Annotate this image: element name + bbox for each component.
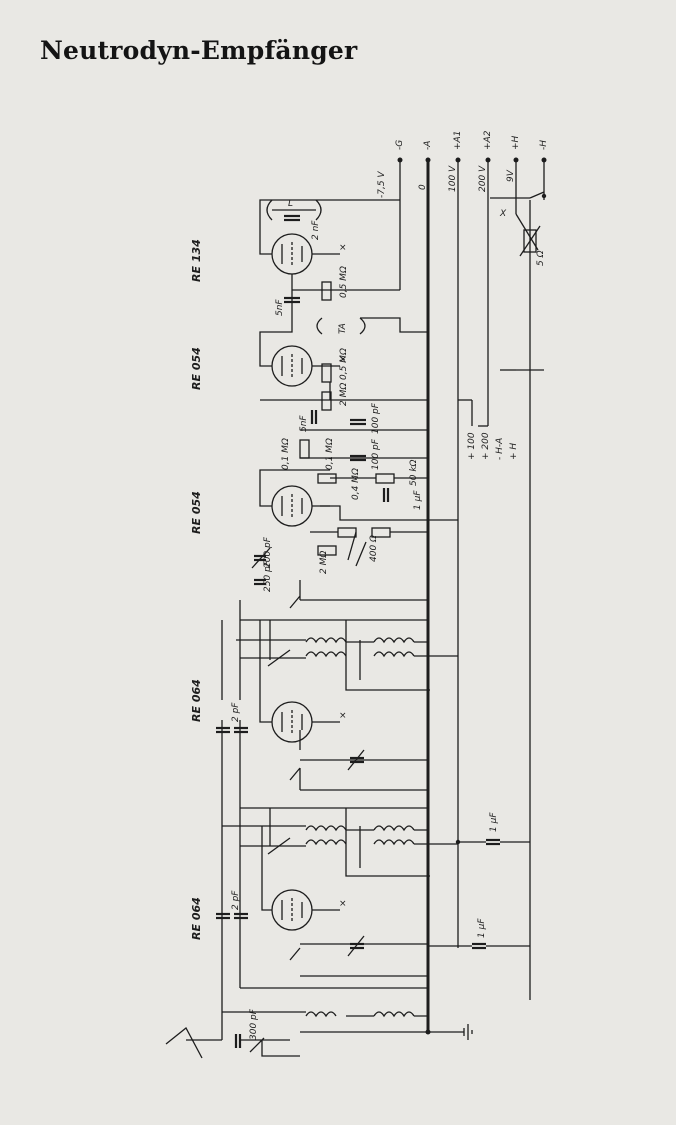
- output-stage: L 2 nF 5nF 0,5 MΩ TA 0,5 MΩ: [260, 199, 428, 401]
- voltage-label-a1: 100 V: [448, 165, 458, 192]
- terminal-labels: -G -A +A1 +A2 +H -H -7,5 V 0 100 V 200 V…: [377, 130, 549, 266]
- res-04: 0,4 MΩ: [351, 468, 361, 500]
- res-50k: 50 kΩ: [409, 459, 419, 486]
- cap-1uf: 1 µF: [413, 490, 423, 510]
- cap-2pf-a: 2 pF: [231, 702, 241, 722]
- terminal-label-pos-a2: +A2: [483, 130, 493, 150]
- cap-300: 300 pF: [249, 1008, 259, 1040]
- cap-100-b: 100 pF: [371, 438, 381, 470]
- res-2-a: 2 MΩ: [339, 383, 349, 406]
- tube-label-re134: RE 134: [190, 239, 203, 282]
- cap-5nf-b: 5nF: [299, 415, 309, 432]
- voltage-label-a2: 200 V: [478, 165, 488, 192]
- svg-text:×: ×: [339, 899, 347, 909]
- cap-2nf: 2 nF: [311, 220, 321, 240]
- terminal-label-neg-a: -A: [423, 141, 433, 150]
- res-05-a: 0,5 MΩ: [339, 266, 349, 298]
- res-400: 400 Ω: [369, 535, 379, 562]
- transformer-ta: TA: [338, 323, 348, 334]
- tube-label-re064-a: RE 064: [190, 679, 203, 722]
- tube-labels: RE 134 RE 054 RE 054 RE 064 RE 064: [190, 239, 203, 940]
- tap-label-h-a: - H-A: [495, 438, 505, 460]
- res-01-a: 0,1 MΩ: [281, 438, 291, 470]
- rf-stages: 2 pF 2 pF 1 µF 1 µF: [216, 580, 530, 1033]
- cap-1uf-b: 1 µF: [477, 918, 487, 938]
- detector-stage: 2 MΩ 5nF 0,1 MΩ 0,1 MΩ 100 pF 100 pF 0,4…: [251, 383, 458, 592]
- terminal-label-neg-g: -G: [395, 140, 405, 150]
- cap-200: 200 pF: [263, 536, 273, 568]
- cap-1uf-a: 1 µF: [489, 812, 499, 832]
- supply-rails: [397, 157, 547, 1032]
- res-01-b: 0,1 MΩ: [325, 438, 335, 470]
- battery-taps: + 100 + 200 - H-A + H: [458, 369, 544, 460]
- choke-label: L: [288, 199, 293, 209]
- voltage-label-h: 9V: [506, 169, 516, 182]
- cap-2pf-b: 2 pF: [231, 890, 241, 910]
- tube-label-re054-a: RE 054: [190, 347, 203, 390]
- res-05-b: 0,5 MΩ: [339, 348, 349, 380]
- cap-250: 250 pF: [263, 560, 273, 592]
- rheostat-label: 5 Ω: [536, 250, 546, 266]
- terminal-label-pos-a1: +A1: [453, 131, 463, 150]
- page-title: Neutrodyn-Empfänger: [40, 36, 358, 65]
- terminal-label-neg-h: -H: [539, 140, 549, 150]
- tap-label-h: + H: [509, 443, 519, 460]
- svg-text:×: ×: [339, 355, 347, 365]
- svg-text:×: ×: [339, 711, 347, 721]
- tap-label-100: + 100: [467, 432, 477, 460]
- voltage-label-g: -7,5 V: [377, 171, 387, 198]
- svg-text:×: ×: [339, 243, 347, 253]
- tube-symbols: × × × ×: [259, 199, 400, 931]
- terminal-label-pos-h: +H: [511, 135, 521, 150]
- tube-label-re064-b: RE 064: [190, 897, 203, 940]
- x-mark-label: X: [499, 209, 507, 219]
- tap-label-200: + 200: [481, 432, 491, 460]
- cap-5nf-a: 5nF: [275, 299, 285, 316]
- res-2-b: 2 MΩ: [319, 551, 329, 574]
- tube-label-re054-b: RE 054: [190, 491, 203, 534]
- cap-100-a: 100 pF: [371, 402, 381, 434]
- voltage-label-a: 0: [418, 184, 428, 190]
- antenna-input: 300 pF: [165, 839, 473, 1059]
